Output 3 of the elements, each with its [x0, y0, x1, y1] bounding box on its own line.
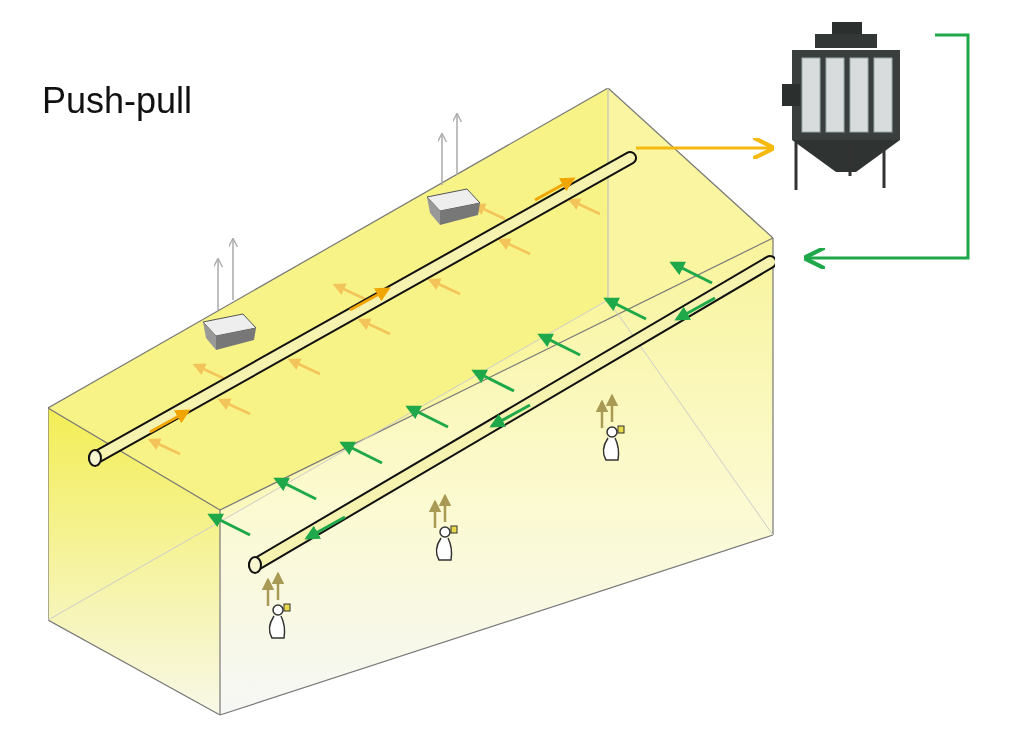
airflow-arrow — [636, 135, 777, 161]
airflow-arrow — [801, 33, 970, 271]
diagram-title: Push-pull — [42, 80, 193, 122]
